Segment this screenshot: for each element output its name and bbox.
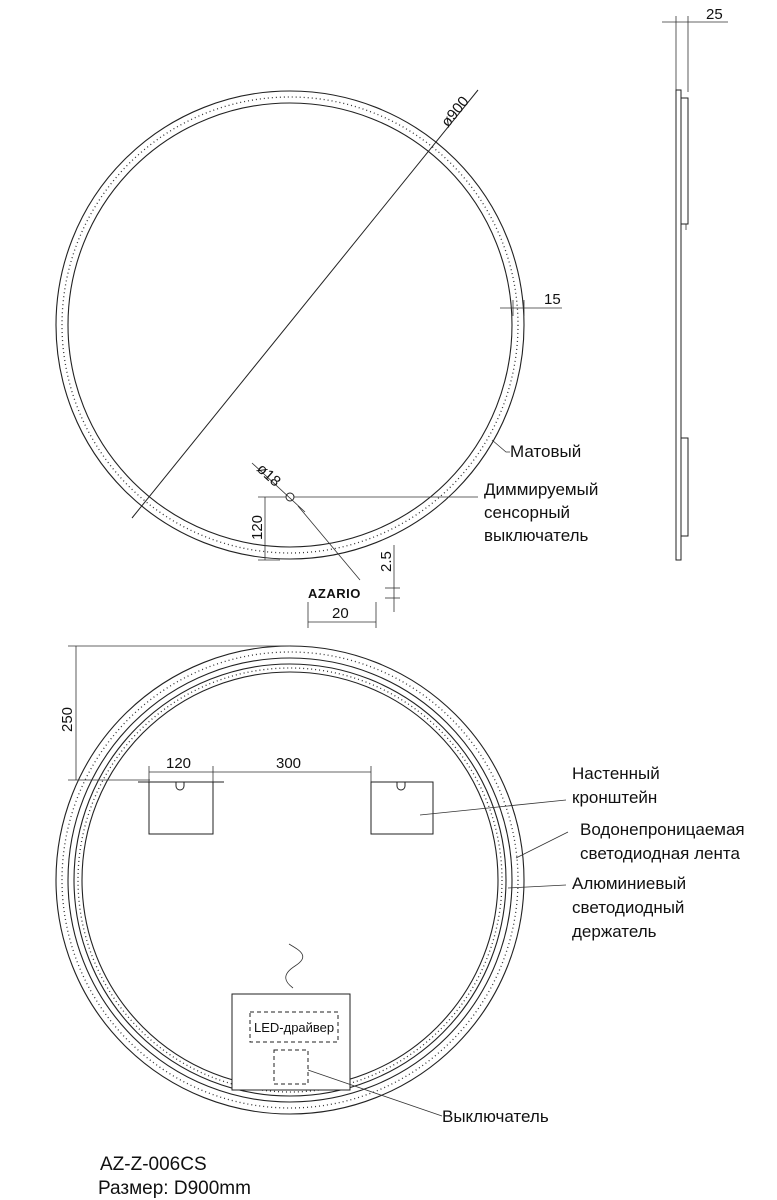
size-label: Размер: D900mm	[98, 1178, 251, 1199]
mirror-outer-edge	[55, 90, 525, 560]
aluminium-holder-leader	[507, 884, 567, 889]
back-frame-texture	[61, 651, 519, 1109]
model-number: AZ-Z-006CS	[100, 1154, 207, 1175]
switch-box	[273, 1049, 309, 1085]
logo-leader	[297, 505, 361, 581]
side-bracket-bottom	[680, 437, 689, 537]
bracket-spacing-label: 300	[276, 755, 301, 772]
diameter-line	[131, 89, 479, 519]
led-driver-box	[249, 1011, 339, 1043]
logo-height-label: 2.5	[378, 551, 395, 572]
led-strip-label-line-1: Водонепроницаемая	[580, 820, 745, 839]
side-bracket-top	[680, 97, 689, 225]
matte-leader	[491, 439, 510, 453]
bracket-width-label: 120	[166, 755, 191, 772]
switch-leader	[307, 1069, 443, 1117]
aluminium-holder-label-line-1: Алюминиевый	[572, 874, 686, 893]
mirror-glass-profile	[675, 89, 682, 561]
logo-width-label: 20	[332, 605, 349, 622]
matte-label: Матовый	[510, 442, 581, 461]
bracket-leader	[419, 799, 567, 816]
dimmer-switch-icon	[285, 492, 295, 502]
led-driver-label: LED-драйвер	[254, 1020, 334, 1035]
diameter-label: ø900	[438, 93, 473, 130]
frame-width-label: 15	[544, 291, 561, 308]
aluminium-holder-label-line-3: держатель	[572, 922, 657, 941]
mirror-inner-edge	[67, 102, 513, 548]
aluminium-holder-label-line-2: светодиодный	[572, 898, 684, 917]
matte-frame-texture	[61, 96, 519, 554]
brand-logo: AZARIO	[308, 586, 361, 601]
wall-bracket-left	[138, 781, 224, 835]
switch-diameter-line	[251, 462, 306, 513]
bracket-offset-label: 250	[59, 707, 76, 732]
driver-cable	[285, 943, 304, 989]
dimmer-label-line-1: Диммируемый	[484, 480, 598, 499]
wall-bracket-right	[370, 781, 434, 835]
dimmer-label-line-2: сенсорный	[484, 503, 570, 522]
aluminium-holder-outline	[73, 663, 507, 1097]
bracket-label-line-1: Настенный	[572, 764, 660, 783]
bracket-label-line-2: кронштейн	[572, 788, 657, 807]
led-strip-label-line-2: светодиодная лента	[580, 844, 740, 863]
led-strip	[77, 667, 503, 1093]
back-inner-edge	[67, 657, 513, 1103]
led-strip-leader	[515, 831, 569, 859]
switch-diameter-label: ø18	[253, 460, 284, 490]
dimmer-label-line-3: выключатель	[484, 526, 589, 545]
switch-height-label: 120	[249, 515, 266, 540]
front-view: ø900 15 Матовый ø18 Диммируемый сенсорны…	[55, 89, 598, 628]
side-thickness-label: 25	[706, 6, 723, 23]
back-view: 250 120 300 Настенный кронштейн Водонепр…	[55, 645, 745, 1126]
side-view: 25	[662, 6, 728, 561]
switch-label: Выключатель	[442, 1107, 549, 1126]
